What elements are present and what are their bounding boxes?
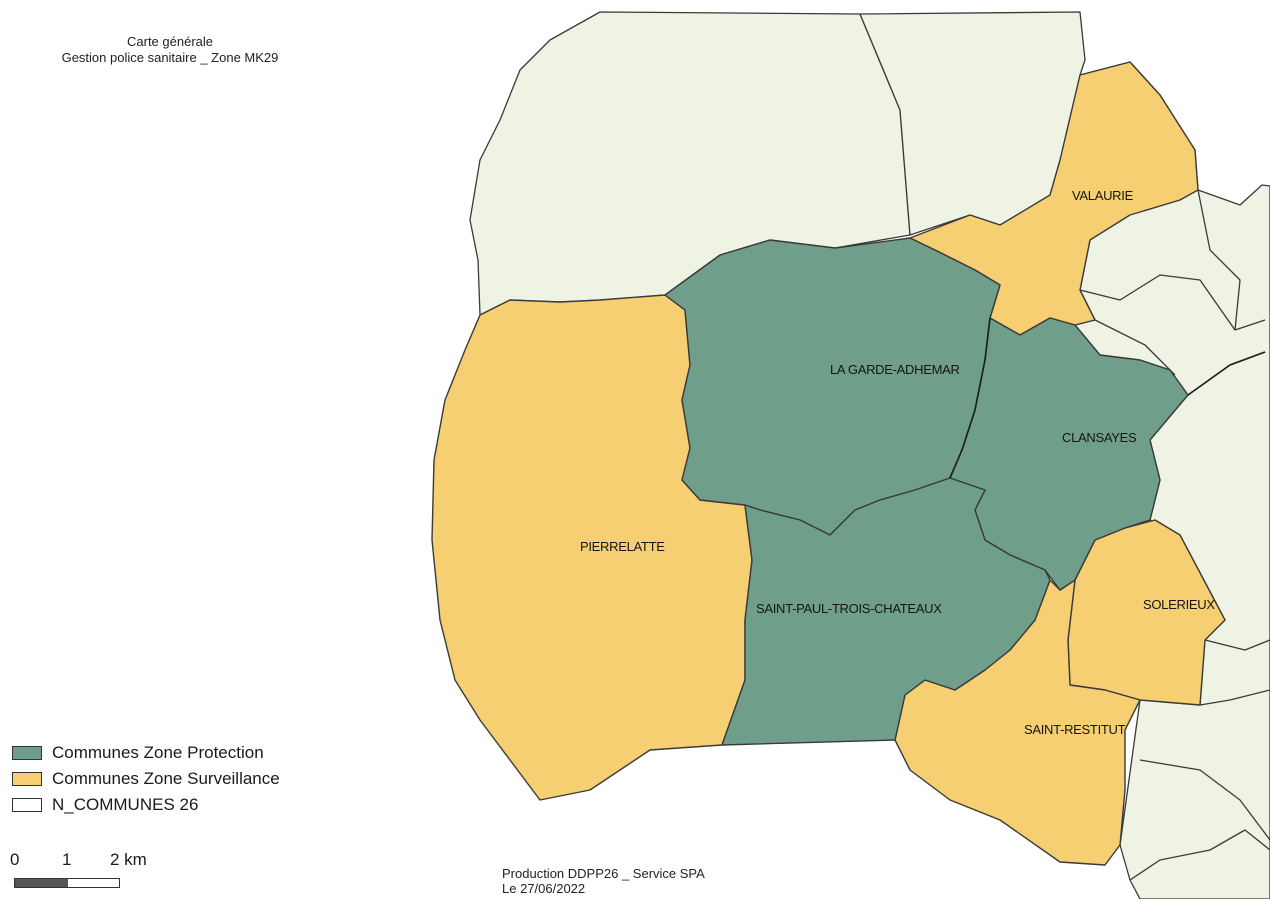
scale-bar: 0 1 2 km xyxy=(10,850,147,896)
commune-saint-paul-trois-chateaux[interactable] xyxy=(721,477,1051,746)
legend-swatch-communes xyxy=(12,798,42,812)
label-solerieux: SOLERIEUX xyxy=(1143,597,1215,612)
legend-item-communes: N_COMMUNES 26 xyxy=(12,792,280,818)
production-line1: Production DDPP26 _ Service SPA xyxy=(502,866,705,881)
commune-labels: LA GARDE-ADHEMAR CLANSAYES SAINT-PAUL-TR… xyxy=(580,188,1216,737)
scale-tick-1: 1 xyxy=(62,850,72,869)
production-line2: Le 27/06/2022 xyxy=(502,881,586,896)
boundary-lines xyxy=(949,317,1266,479)
legend-swatch-protection xyxy=(12,746,42,760)
boundary-east xyxy=(1187,351,1266,396)
scale-bar-graphic xyxy=(14,878,120,888)
legend-item-surveillance: Communes Zone Surveillance xyxy=(12,766,280,792)
scale-tick-0: 0 xyxy=(10,850,20,869)
boundary-garde-clansayes xyxy=(949,317,991,479)
label-la-garde-adhemar: LA GARDE-ADHEMAR xyxy=(830,362,960,377)
legend-label-communes: N_COMMUNES 26 xyxy=(52,795,199,814)
production-credit: Production DDPP26 _ Service SPA Le 27/06… xyxy=(502,866,705,896)
protection-zone-layer xyxy=(664,237,1189,746)
label-saint-paul-trois-chateaux: SAINT-PAUL-TROIS-CHATEAUX xyxy=(756,601,942,616)
scale-bar-fill xyxy=(15,879,68,887)
legend-label-protection: Communes Zone Protection xyxy=(52,743,264,762)
map-title-line2: Gestion police sanitaire _ Zone MK29 xyxy=(61,50,279,65)
label-clansayes: CLANSAYES xyxy=(1062,430,1137,445)
legend-label-surveillance: Communes Zone Surveillance xyxy=(52,769,280,788)
label-pierrelatte: PIERRELATTE xyxy=(580,539,665,554)
label-saint-restitut: SAINT-RESTITUT xyxy=(1024,722,1126,737)
map-title-line1: Carte générale xyxy=(127,34,213,49)
legend-item-protection: Communes Zone Protection xyxy=(12,740,280,766)
legend-swatch-surveillance xyxy=(12,772,42,786)
commune-other-east-b xyxy=(1129,639,1270,881)
map-title: Carte générale Gestion police sanitaire … xyxy=(20,34,320,66)
label-valaurie: VALAURIE xyxy=(1072,188,1134,203)
scale-tick-2: 2 km xyxy=(110,850,147,869)
surveillance-zone-layer xyxy=(431,61,1226,866)
map-legend: Communes Zone Protection Communes Zone S… xyxy=(12,740,280,818)
